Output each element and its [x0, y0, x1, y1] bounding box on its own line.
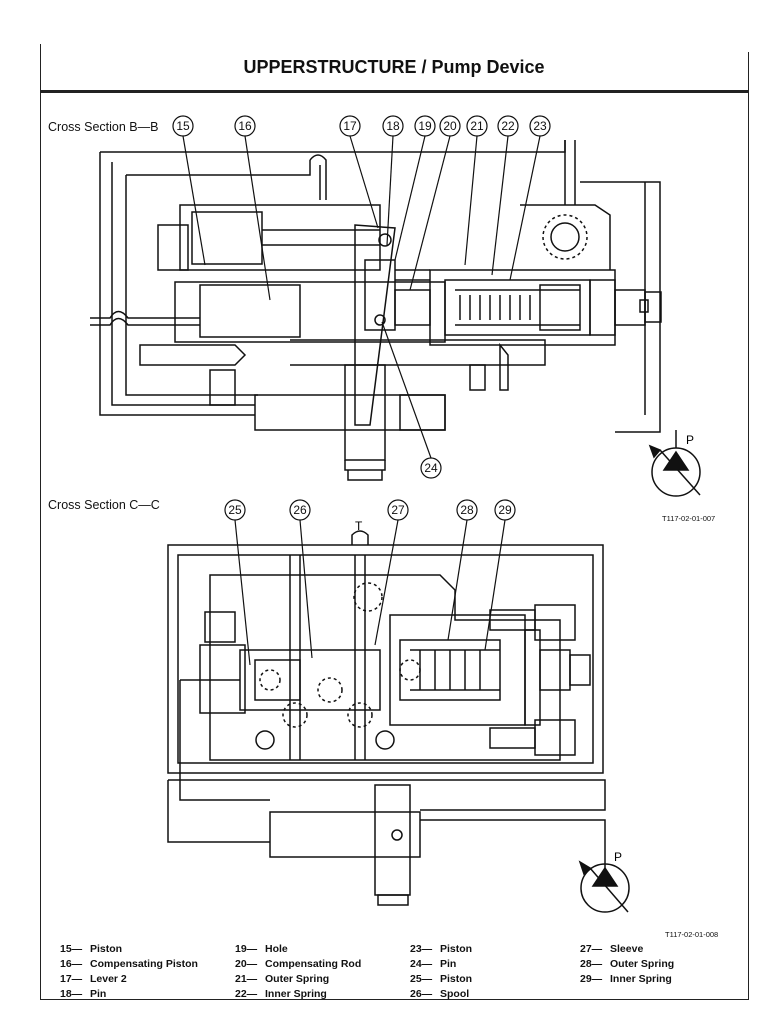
legend-item: 15—Piston [60, 943, 123, 955]
callout-26: 26 [293, 503, 307, 517]
callout-19: 19 [418, 119, 432, 133]
callout-16: 16 [238, 119, 252, 133]
figure-b-code: T117-02-01-007 [662, 514, 716, 523]
legend-item: 21—Outer Spring [235, 973, 330, 985]
callout-18: 18 [386, 119, 400, 133]
callout-23: 23 [533, 119, 547, 133]
figure-c-code: T117-02-01-008 [665, 930, 719, 939]
legend-column: 15—Piston 16—Compensating Piston 17—Leve… [60, 942, 198, 1002]
legend-item: 22—Inner Spring [235, 988, 327, 1000]
legend-item: 18—Pin [60, 988, 107, 1000]
legend-item: 16—Compensating Piston [60, 958, 198, 970]
callout-17: 17 [343, 119, 357, 133]
callout-29: 29 [498, 503, 512, 517]
page-title: UPPERSTRUCTURE / Pump Device [243, 57, 545, 77]
callout-15: 15 [176, 119, 190, 133]
legend-item: 26—Spool [410, 988, 470, 1000]
section-c-callouts [224, 499, 516, 666]
pump-b-label: P [686, 433, 694, 447]
legend-item: 23—Piston [410, 943, 473, 955]
legend-item: 27—Sleeve [580, 943, 644, 955]
callout-22: 22 [501, 119, 515, 133]
page-frame-right [748, 52, 749, 1000]
section-b-callouts [172, 115, 551, 479]
callout-27: 27 [391, 503, 405, 517]
header-rule [40, 90, 749, 93]
section-b-drawing [90, 140, 662, 481]
pump-b-symbol [648, 430, 701, 497]
legend-item: 24—Pin [410, 958, 457, 970]
legend-item: 29—Inner Spring [580, 973, 672, 985]
callout-21: 21 [470, 119, 484, 133]
callout-24: 24 [424, 461, 438, 475]
tank-c-label: T [355, 519, 363, 533]
section-c-drawing [167, 530, 606, 906]
callout-28: 28 [460, 503, 474, 517]
page-frame-bottom [40, 999, 748, 1000]
legend-column: 19—Hole 20—Compensating Rod 21—Outer Spr… [235, 942, 361, 1002]
legend-column: 27—Sleeve 28—Outer Spring 29—Inner Sprin… [580, 942, 674, 987]
section-b-label: Cross Section B—B [48, 120, 159, 134]
legend-item: 28—Outer Spring [580, 958, 675, 970]
pump-c-symbol [578, 860, 630, 913]
legend-item: 25—Piston [410, 973, 473, 985]
legend-item: 19—Hole [235, 943, 288, 955]
section-c-label: Cross Section C—C [48, 498, 160, 512]
pump-c-label: P [614, 850, 622, 864]
callout-20: 20 [443, 119, 457, 133]
legend-item: 20—Compensating Rod [235, 958, 362, 970]
page-frame-left [40, 44, 41, 1000]
callout-25: 25 [228, 503, 242, 517]
legend-item: 17—Lever 2 [60, 973, 127, 985]
legend-column: 23—Piston 24—Pin 25—Piston 26—Spool [410, 942, 472, 1002]
